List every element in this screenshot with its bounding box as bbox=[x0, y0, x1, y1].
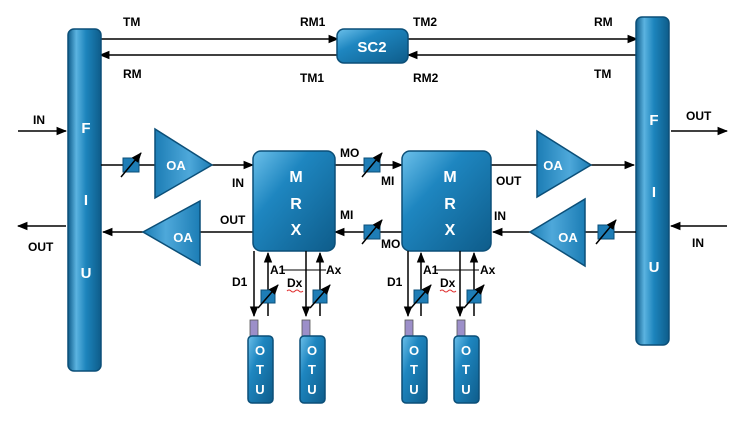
otu-block: O T U bbox=[453, 319, 480, 404]
mrx-left-d1-label: D1 bbox=[232, 275, 248, 289]
mrx-right-letter: R bbox=[444, 196, 456, 213]
otu-letter: T bbox=[462, 362, 470, 377]
triangle-amplifier-icon: OA bbox=[141, 199, 201, 267]
sc2-label: SC2 bbox=[357, 39, 386, 56]
otu-letter: T bbox=[308, 362, 316, 377]
variable-attenuator-icon bbox=[120, 152, 142, 178]
oa-bottom-right-label: OA bbox=[558, 230, 578, 245]
variable-attenuator-icon bbox=[309, 284, 331, 309]
external-ports bbox=[16, 126, 729, 231]
spellcheck-underline bbox=[439, 289, 457, 293]
left-tm-label: TM bbox=[123, 15, 140, 29]
mrx-left-dx-label: Dx bbox=[287, 276, 303, 290]
otu-branch-lines bbox=[249, 251, 479, 318]
mrx-right-mo-label: MO bbox=[381, 237, 400, 251]
mrx-left-out-label: OUT bbox=[220, 213, 246, 227]
otu-letter: O bbox=[307, 343, 317, 358]
triangle-amplifier-icon: OA bbox=[536, 129, 593, 199]
otu-block: O T U bbox=[299, 319, 326, 404]
sc2-block: SC2 bbox=[336, 28, 409, 64]
oa-bottom-left-label: OA bbox=[173, 230, 193, 245]
oa-top-left-label: OA bbox=[166, 158, 186, 173]
mrx-left-letter: R bbox=[290, 196, 302, 213]
mrx-left-letter: X bbox=[291, 222, 302, 239]
otu-letter: O bbox=[409, 343, 419, 358]
mrx-right-mi-label: MI bbox=[381, 174, 394, 188]
variable-attenuator-icon bbox=[595, 219, 617, 245]
mrx-left-mo-label: MO bbox=[340, 146, 359, 160]
signal-lines bbox=[101, 160, 636, 237]
mrx-right-d1-label: D1 bbox=[387, 275, 403, 289]
variable-attenuator-icon bbox=[361, 152, 383, 178]
left-out-label: OUT bbox=[28, 240, 54, 254]
variable-attenuator-icon bbox=[463, 284, 485, 309]
mrx-right-letter: M bbox=[443, 169, 456, 186]
fiu-right-letter: I bbox=[652, 184, 656, 201]
rm1-label: RM1 bbox=[300, 15, 326, 29]
right-in-label: IN bbox=[692, 236, 704, 250]
otu-letter: U bbox=[409, 382, 418, 397]
left-in-label: IN bbox=[33, 113, 45, 127]
otu-letter: O bbox=[461, 343, 471, 358]
variable-attenuator-icon bbox=[361, 219, 383, 245]
fiu-left-block: F I U bbox=[67, 28, 102, 372]
tm1-label: TM1 bbox=[300, 71, 324, 85]
fiu-left-letter: U bbox=[81, 265, 92, 282]
fiu-right-letter: U bbox=[649, 259, 660, 276]
left-rm-label: RM bbox=[123, 67, 142, 81]
rm2-label: RM2 bbox=[413, 71, 439, 85]
triangle-amplifier-icon: OA bbox=[154, 127, 214, 200]
otu-block: O T U bbox=[247, 319, 274, 404]
right-rm-label: RM bbox=[594, 15, 613, 29]
otu-letter: U bbox=[307, 382, 316, 397]
right-tm-label: TM bbox=[594, 67, 611, 81]
variable-attenuator-icon bbox=[410, 284, 432, 309]
mrx-left-a1-label: A1 bbox=[270, 263, 286, 277]
mrx-left-block: M R X bbox=[252, 150, 336, 252]
otu-letter: U bbox=[461, 382, 470, 397]
mrx-right-out-label: OUT bbox=[496, 174, 522, 188]
otu-letter: U bbox=[255, 382, 264, 397]
mrx-right-letter: X bbox=[445, 222, 456, 239]
spellcheck-underline bbox=[286, 289, 304, 293]
fiu-left-letter: F bbox=[81, 120, 90, 137]
mrx-left-letter: M bbox=[289, 169, 302, 186]
fiu-left-letter: I bbox=[84, 192, 88, 209]
otu-letter: T bbox=[410, 362, 418, 377]
otu-letter: T bbox=[256, 362, 264, 377]
right-out-label: OUT bbox=[686, 109, 712, 123]
mrx-right-in-label: IN bbox=[494, 209, 506, 223]
triangle-amplifier-icon: OA bbox=[528, 197, 586, 268]
mrx-left-in-label: IN bbox=[232, 176, 244, 190]
oa-top-right-label: OA bbox=[543, 158, 563, 173]
mrx-right-a1-label: A1 bbox=[423, 263, 439, 277]
mrx-right-dx-label: Dx bbox=[440, 276, 456, 290]
fiu-right-letter: F bbox=[649, 112, 658, 129]
mrx-right-ax-label: Ax bbox=[480, 263, 496, 277]
mrx-left-ax-label: Ax bbox=[326, 263, 342, 277]
otu-block: O T U bbox=[401, 319, 428, 404]
tm2-label: TM2 bbox=[413, 15, 437, 29]
mrx-left-mi-label: MI bbox=[340, 208, 353, 222]
supervisory-lines bbox=[98, 34, 639, 60]
otu-letter: O bbox=[255, 343, 265, 358]
variable-attenuator-icon bbox=[257, 284, 279, 309]
fiu-right-block: F I U bbox=[635, 16, 670, 346]
mrx-right-block: M R X bbox=[401, 150, 492, 252]
